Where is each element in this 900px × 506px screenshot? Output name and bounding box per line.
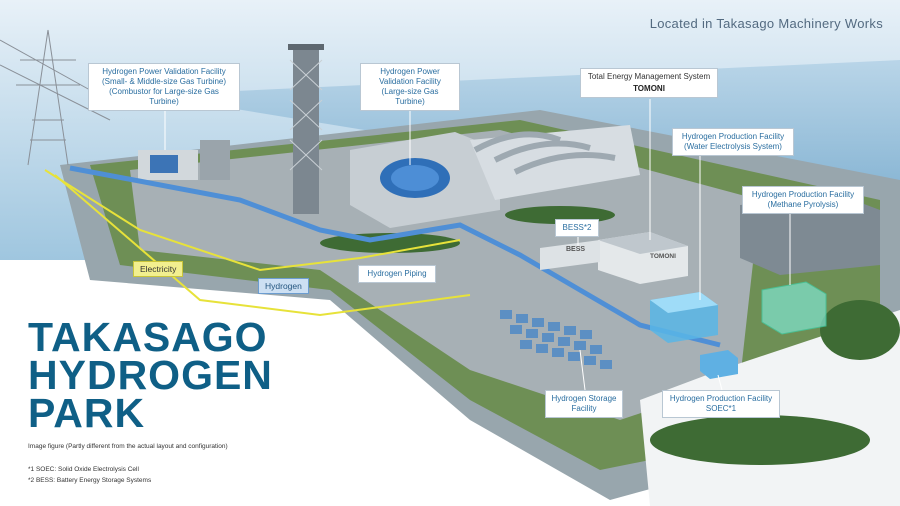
callout-line: Hydrogen Power Validation Facility (102, 67, 226, 76)
park-title: TAKASAGO HYDROGEN PARK (28, 314, 273, 436)
title-line: TAKASAGO (28, 314, 268, 360)
callout-line: Hydrogen Power (380, 67, 440, 76)
hydrogen-storage-grid (500, 310, 612, 369)
callout-total-energy-management[interactable]: Total Energy Management System TOMONI (580, 68, 718, 98)
tems-building (598, 232, 688, 284)
electricity-line (44, 169, 461, 272)
callout-methane-pyrolysis[interactable]: Hydrogen Production Facility (Methane Py… (742, 186, 864, 214)
bess-units (540, 240, 600, 270)
callout-line: Total Energy Management System (587, 72, 711, 81)
large-building-right (740, 195, 880, 275)
callout-line: (Small- & Middle-size Gas Turbine) (101, 77, 227, 86)
tomoni-building-label: TOMONI (650, 253, 676, 260)
transmission-tower (0, 29, 111, 166)
callout-line: (Methane Pyrolysis) (767, 200, 839, 209)
small-gas-turbine-facility (138, 140, 230, 180)
callout-hydrogen-piping[interactable]: Hydrogen Piping (358, 265, 436, 283)
callout-line: SOEC*1 (705, 404, 737, 413)
callout-line: Hydrogen Production Facility (669, 394, 773, 403)
callout-line: (Combustor for Large-size Gas Turbine) (109, 87, 219, 106)
callout-line: Hydrogen Storage (551, 394, 617, 403)
tomoni-logo: TOMONI (633, 84, 665, 93)
hydrogen-piping-line (69, 165, 721, 348)
trees (320, 206, 900, 465)
callout-bess[interactable]: BESS*2 (555, 219, 599, 237)
callout-line: Validation Facility (379, 77, 441, 86)
location-note: Located in Takasago Machinery Works (649, 16, 883, 31)
electricity-line-2 (54, 174, 471, 317)
footnote-bess: *2 BESS: Battery Energy Storage Systems (28, 477, 152, 484)
water-electrolysis-building (650, 292, 718, 343)
callout-line: Facility (571, 404, 597, 413)
soec-building (700, 350, 738, 379)
callout-leaders (164, 97, 791, 391)
plant-floor (130, 130, 760, 420)
turbine-building (470, 125, 640, 200)
footnote-soec: *1 SOEC: Solid Oxide Electrolysis Cell (28, 466, 139, 473)
electricity-tag: Electricity (133, 261, 184, 277)
methane-pyrolysis-building (761, 281, 827, 335)
callout-hydrogen-storage[interactable]: Hydrogen Storage Facility (545, 390, 623, 418)
callout-line: (Large-size Gas Turbine) (381, 87, 439, 106)
hydrogen-tag: Hydrogen (258, 278, 309, 294)
image-disclaimer: Image figure (Partly different from the … (28, 443, 228, 450)
callout-water-electrolysis[interactable]: Hydrogen Production Facility (Water Elec… (672, 128, 794, 156)
sea (150, 60, 900, 300)
title-line: HYDROGEN (28, 352, 273, 398)
callout-line: Hydrogen Production Facility (751, 190, 855, 199)
bess-building-label: BESS (566, 246, 586, 253)
large-gas-turbine-hall (350, 132, 500, 228)
callout-large-gas-turbine[interactable]: Hydrogen Power Validation Facility (Larg… (360, 63, 460, 111)
callout-line: Hydrogen Production Facility (681, 132, 785, 141)
callout-small-mid-gas-turbine[interactable]: Hydrogen Power Validation Facility (Smal… (88, 63, 240, 111)
title-line: PARK (28, 390, 146, 436)
callout-line: (Water Electrolysis System) (684, 142, 782, 151)
callout-soec[interactable]: Hydrogen Production Facility SOEC*1 (662, 390, 780, 418)
exhaust-stack (288, 44, 324, 214)
